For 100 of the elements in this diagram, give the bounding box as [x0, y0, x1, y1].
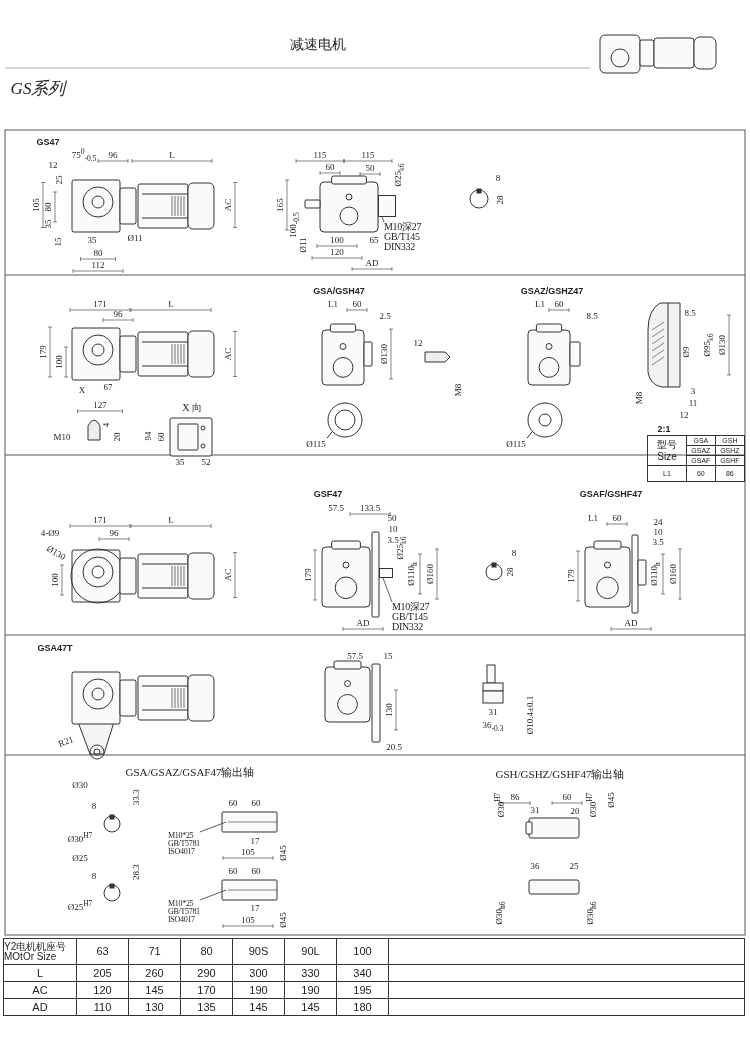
table-cell: 180	[336, 998, 389, 1016]
dimension-label: 28	[505, 567, 515, 577]
dimension-label: 179	[566, 569, 576, 583]
table-cell: 340	[336, 964, 389, 982]
table-cell: 290	[180, 964, 233, 982]
dimension-label: L	[168, 515, 174, 525]
dimension-label: 3.5	[652, 537, 664, 547]
view-title: GSA47T	[37, 643, 73, 653]
dimension-label: Ø45	[278, 845, 288, 861]
dimension-label: 8	[91, 801, 97, 811]
dimension-label: AD	[365, 258, 379, 268]
dimension-label: 20	[570, 806, 580, 816]
dimension-label: L1	[535, 299, 545, 309]
dimension-label: 50	[387, 513, 397, 523]
shaft-end	[379, 568, 393, 578]
note-text: M10深27 GB/T145 DIN332	[392, 602, 430, 632]
series-title: GS系列	[10, 79, 66, 97]
dimension-label: 115	[361, 150, 375, 160]
dimension-label: 33.3	[131, 789, 141, 805]
dimension-label: 11	[688, 398, 698, 408]
dimension-label: 105	[241, 915, 255, 925]
dimension-label: 4-Ø9	[40, 528, 60, 538]
table-cell: 195	[336, 981, 389, 999]
dimension-label: L1	[328, 299, 338, 309]
dimension-label: 179	[38, 345, 48, 359]
table-cell: 190	[232, 981, 285, 999]
table-cell: 170	[180, 981, 233, 999]
table-cell: 71	[128, 938, 181, 965]
leader-line	[381, 216, 385, 223]
dimension-label: Ø45	[606, 792, 616, 808]
dimension-label: 96	[108, 150, 118, 160]
leader-line	[199, 821, 227, 833]
dimension-label: R21	[57, 735, 75, 749]
table-cell: 205	[76, 964, 129, 982]
dimension-label: Ø30	[72, 780, 88, 790]
table-cell: AC	[3, 981, 77, 999]
dimension-label: Ø130	[45, 544, 67, 562]
dimension-label: M8	[453, 383, 463, 397]
dimension-label: 171	[93, 299, 107, 309]
dimension-label: 94	[143, 431, 153, 441]
dimension-label: 127	[93, 400, 107, 410]
dimension-label: 112	[91, 260, 105, 270]
dimension-label: 165	[275, 198, 285, 212]
dimension-label: 36$_{-0.3}$	[482, 721, 504, 733]
dimension-label: 2.5	[379, 311, 391, 321]
table-cell: 135	[180, 998, 233, 1016]
table-cell: 90L	[284, 938, 337, 965]
dimension-label: 60	[554, 299, 564, 309]
view-label: X 向	[182, 403, 202, 413]
table-cell: 190	[284, 981, 337, 999]
dimension-label: Ø11	[298, 237, 308, 253]
dimension-label: 25	[54, 175, 64, 185]
view-title: GSAZ/GSHZ47	[520, 286, 584, 296]
dimension-label: 60	[612, 513, 622, 523]
dimension-label: 8.5	[586, 311, 598, 321]
dimension-label: 31	[530, 805, 540, 815]
view-title: GSA/GSAZ/GSAF47输出轴	[125, 766, 255, 778]
view-title: GSF47	[313, 489, 343, 499]
dimension-label: 52	[201, 457, 211, 467]
dimension-label: AC	[223, 347, 233, 361]
dimension-label: 105	[31, 198, 41, 212]
dimension-label: 17	[250, 903, 260, 913]
dimension-label: 28	[495, 195, 505, 205]
dimension-label: 60	[352, 299, 362, 309]
dimension-label: L	[168, 299, 174, 309]
dimension-label: L	[169, 150, 175, 160]
table-cell: Y2电机机座号 MOtOr Size	[3, 938, 77, 965]
table-cell: 100	[336, 938, 389, 965]
dimension-label: 4	[101, 422, 111, 428]
dimension-label: 17	[250, 836, 260, 846]
table-cell: 120	[76, 981, 129, 999]
dimension-label: Ø160	[668, 564, 678, 584]
table-cell: 80	[180, 938, 233, 965]
dimension-label: 28.3	[131, 864, 141, 880]
dimension-label: Ø115	[506, 439, 526, 449]
view-title: GSA/GSH47	[313, 286, 365, 296]
dimension-label: 130	[384, 703, 394, 717]
dimension-label: 3.5	[387, 535, 399, 545]
dimension-label: Ø160	[425, 564, 435, 584]
dimension-label: 60	[562, 792, 572, 802]
dimension-label: 133.5	[359, 503, 381, 513]
dimension-label: 100	[50, 573, 60, 587]
note-text: M10深27 GB/T145 DIN332	[384, 222, 422, 252]
dimension-label: 20	[112, 432, 122, 442]
dimension-label: AD	[624, 618, 638, 628]
dimension-label: 10	[653, 527, 663, 537]
dimension-label: 50	[365, 163, 375, 173]
dimension-label: Ø25$^{H7}$	[67, 900, 93, 912]
table-cell: 110	[76, 998, 129, 1016]
table-cell: 130	[128, 998, 181, 1016]
dimension-label: 15	[53, 237, 63, 247]
dimension-label: 60	[156, 432, 166, 442]
dimension-label: 12	[48, 160, 58, 170]
table-cell: 145	[232, 998, 285, 1016]
dimension-label: AC	[223, 568, 233, 582]
table-cell: 145	[128, 981, 181, 999]
dimension-label: M8	[634, 391, 644, 405]
dimension-label: 8.5	[684, 308, 696, 318]
dimension-label: Ø25	[72, 853, 88, 863]
dimension-label: 10	[388, 524, 398, 534]
